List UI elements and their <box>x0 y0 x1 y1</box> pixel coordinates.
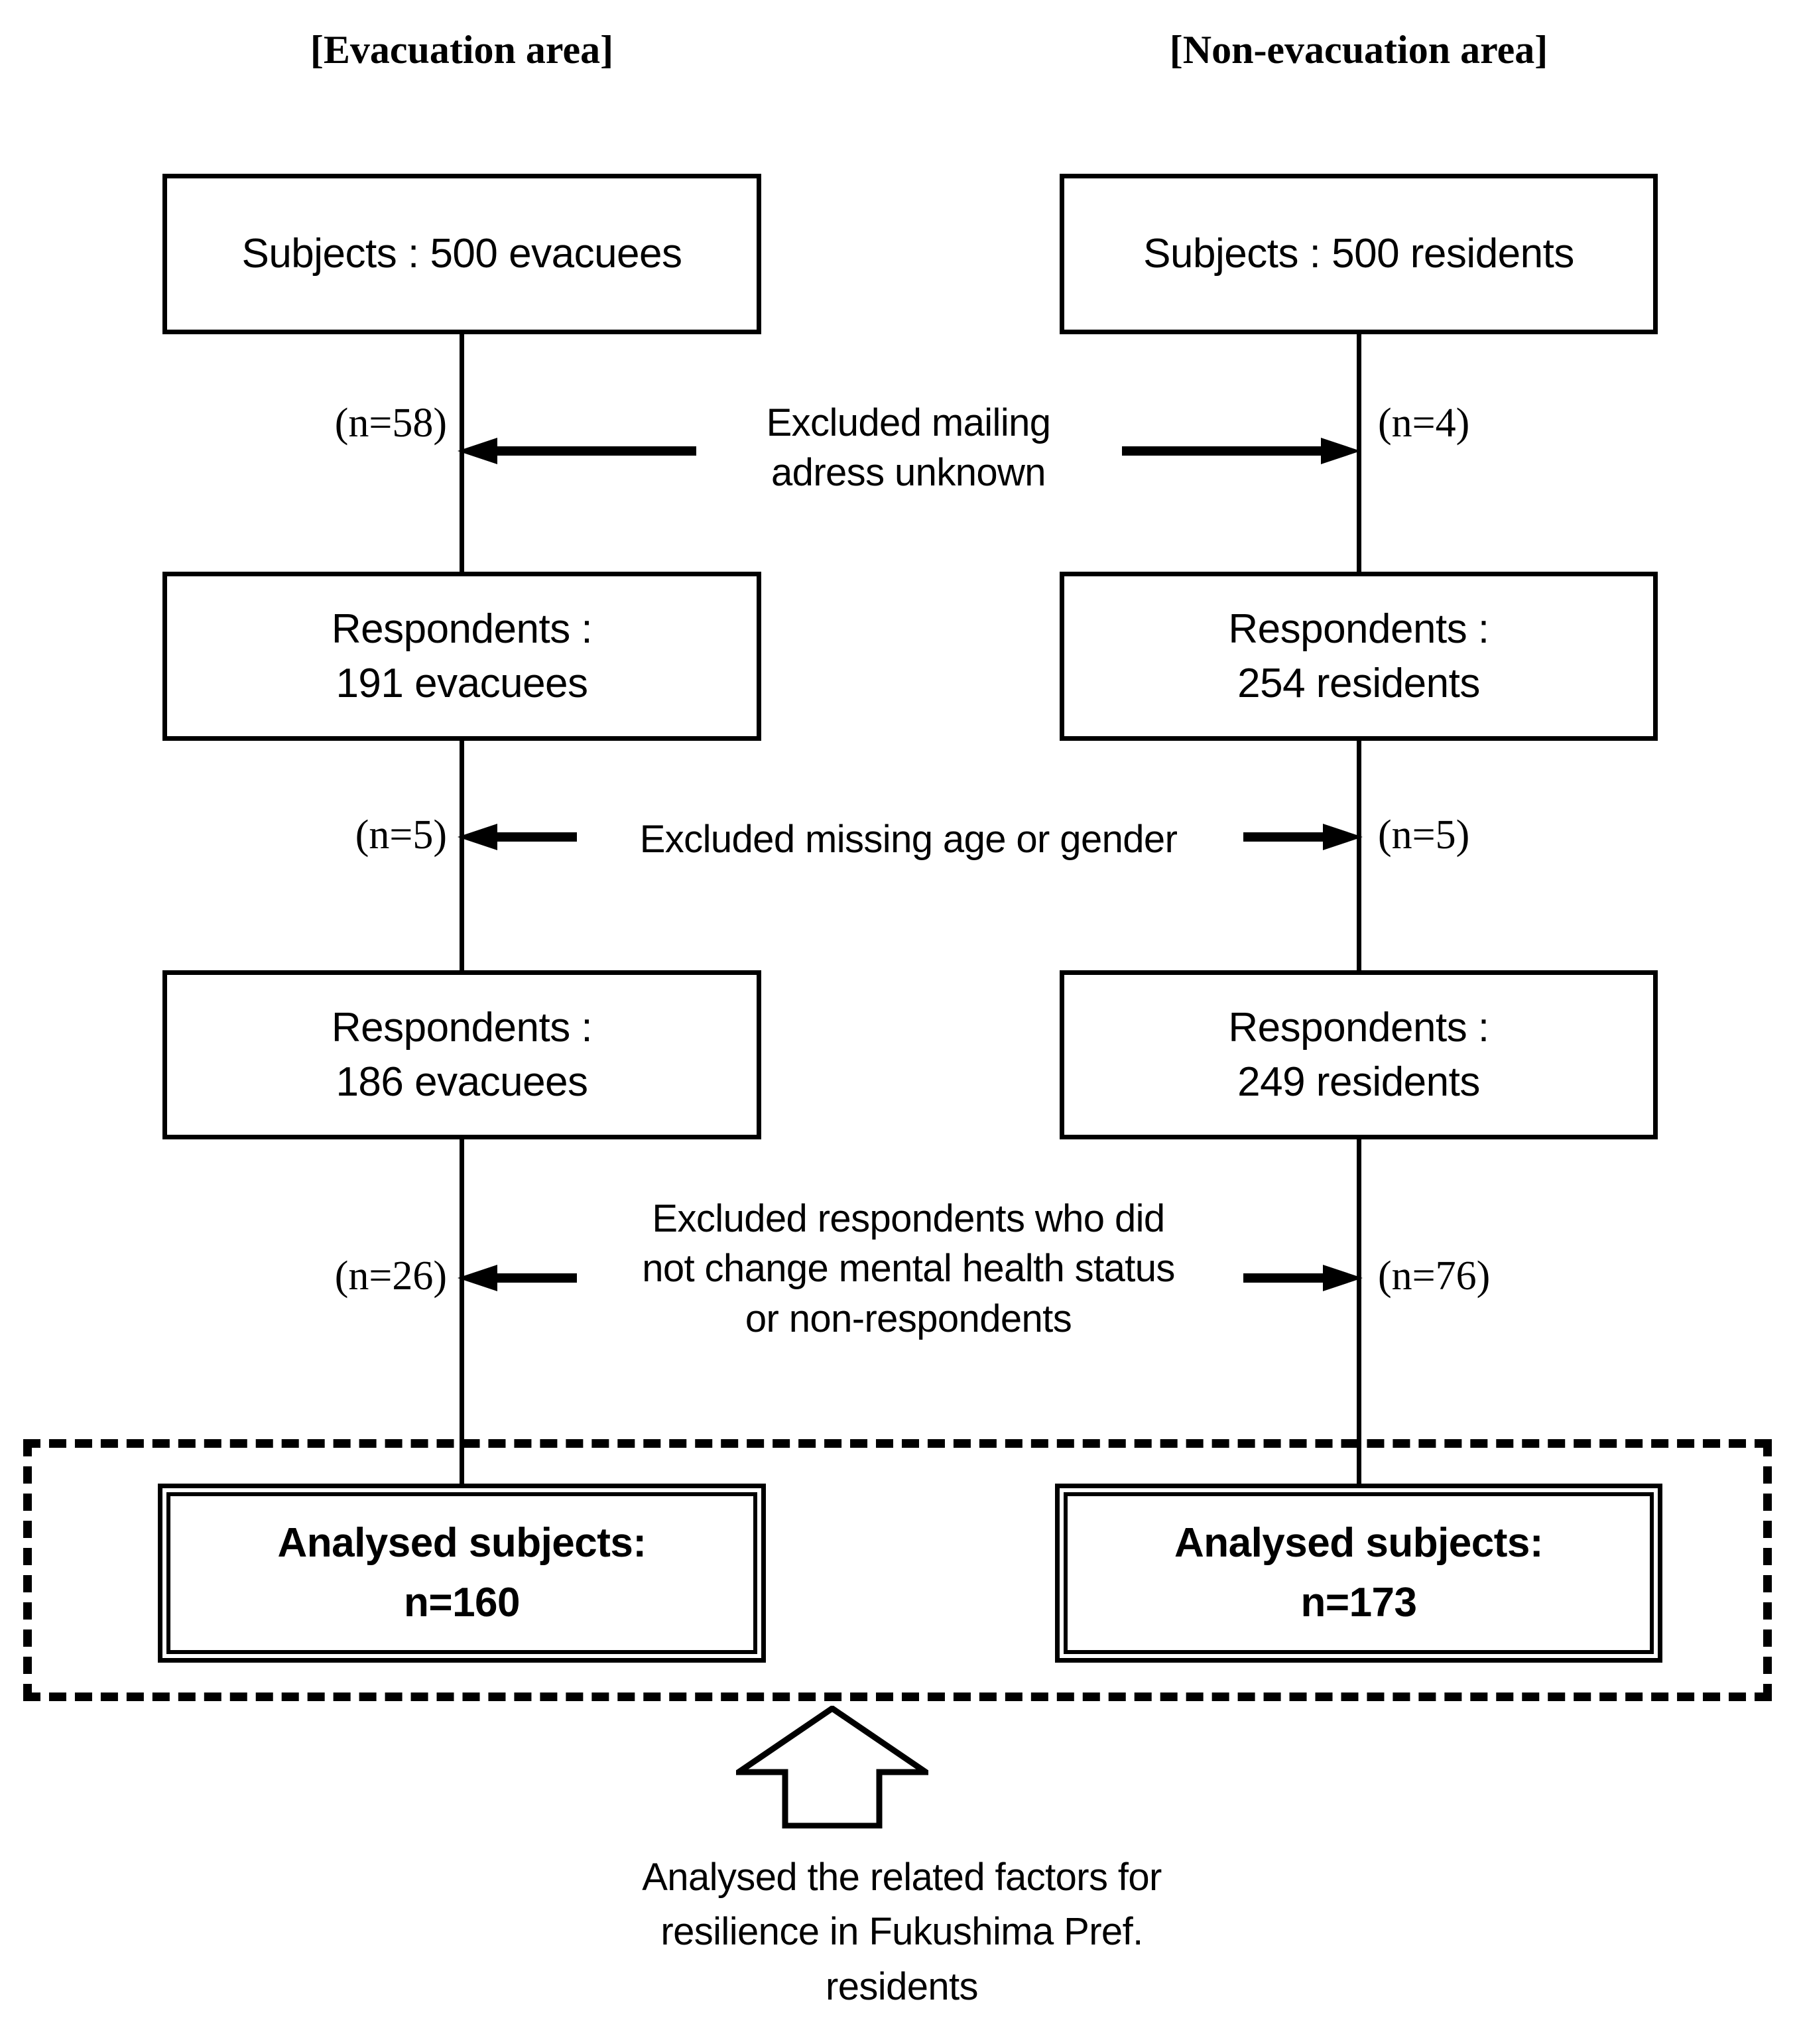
box-respondents-254-residents: Respondents : 254 residents <box>1060 572 1658 741</box>
box-respondents-191-line2: 191 evacuees <box>336 660 588 706</box>
up-arrow-icon <box>736 1706 928 1828</box>
exclusion-2-right-count: (n=5) <box>1378 812 1470 858</box>
box-subjects-residents: Subjects : 500 residents <box>1060 174 1658 334</box>
exclusion-2-left-arrow-icon <box>458 824 577 850</box>
box-analysed-evacuees-line2: n=160 <box>403 1580 521 1626</box>
box-analysed-subjects-evacuees: Analysed subjects: n=160 <box>158 1484 766 1663</box>
analysed-cohort-highlight-region <box>23 1439 1772 1701</box>
bottom-caption-line2: resilience in Fukushima Pref. <box>660 1910 1143 1954</box>
exclusion-2-left-count: (n=5) <box>355 812 447 858</box>
box-respondents-186-evacuees: Respondents : 186 evacuees <box>162 970 761 1139</box>
bottom-caption: Analysed the related factors for resilie… <box>385 1850 1419 2014</box>
box-subjects-residents-line1: Subjects : 500 residents <box>1143 231 1574 277</box>
exclusion-3-label-line2: not change mental health status <box>642 1247 1175 1291</box>
box-analysed-residents-line1: Analysed subjects: <box>1174 1520 1544 1566</box>
exclusion-1-label: Excluded mailing adress unknown <box>676 398 1141 498</box>
box-respondents-249-residents: Respondents : 249 residents <box>1060 970 1658 1139</box>
column-header-evacuation-area: [Evacuation area] <box>310 28 614 72</box>
column-header-non-evacuation-area: [Non-evacuation area] <box>1169 28 1548 72</box>
box-respondents-191-evacuees: Respondents : 191 evacuees <box>162 572 761 741</box>
exclusion-1-label-line2: adress unknown <box>771 451 1046 495</box>
connector-left-2 <box>460 741 464 970</box>
exclusion-2-label-line1: Excluded missing age or gender <box>639 818 1178 861</box>
exclusion-3-label-line1: Excluded respondents who did <box>652 1197 1165 1240</box>
box-subjects-evacuees-line1: Subjects : 500 evacuees <box>241 231 682 277</box>
exclusion-1-right-count: (n=4) <box>1378 401 1470 446</box>
connector-left-1 <box>460 334 464 572</box>
connector-right-3 <box>1357 1139 1361 1484</box>
exclusion-1-right-arrow-icon <box>1122 438 1361 464</box>
box-respondents-191-line1: Respondents : <box>331 606 593 652</box>
connector-right-2 <box>1357 741 1361 970</box>
exclusion-3-left-count: (n=26) <box>334 1253 447 1299</box>
exclusion-3-right-arrow-icon <box>1243 1265 1363 1291</box>
box-respondents-254-line1: Respondents : <box>1228 606 1489 652</box>
exclusion-3-right-count: (n=76) <box>1378 1253 1491 1299</box>
exclusion-3-label: Excluded respondents who did not change … <box>544 1194 1273 1344</box>
box-respondents-186-line1: Respondents : <box>331 1004 593 1051</box>
box-analysed-subjects-residents: Analysed subjects: n=173 <box>1055 1484 1662 1663</box>
box-respondents-249-line1: Respondents : <box>1228 1004 1489 1051</box>
box-analysed-subjects-residents-inner: Analysed subjects: n=173 <box>1064 1492 1654 1654</box>
exclusion-2-label: Excluded missing age or gender <box>584 814 1233 864</box>
exclusion-2-right-arrow-icon <box>1243 824 1363 850</box>
box-respondents-186-line2: 186 evacuees <box>336 1058 588 1105</box>
box-respondents-249-line2: 249 residents <box>1237 1058 1480 1105</box>
connector-left-3 <box>460 1139 464 1484</box>
exclusion-3-left-arrow-icon <box>458 1265 577 1291</box>
box-analysed-residents-line2: n=173 <box>1300 1580 1417 1626</box>
exclusion-3-label-line3: or non-respondents <box>745 1297 1072 1340</box>
box-analysed-subjects-evacuees-inner: Analysed subjects: n=160 <box>166 1492 757 1654</box>
box-analysed-evacuees-line1: Analysed subjects: <box>277 1520 647 1566</box>
exclusion-1-label-line1: Excluded mailing <box>766 401 1051 444</box>
bottom-caption-line3: residents <box>826 1964 979 2008</box>
bottom-caption-line1: Analysed the related factors for <box>642 1856 1162 1899</box>
connector-right-1 <box>1357 334 1361 572</box>
exclusion-1-left-arrow-icon <box>458 438 696 464</box>
box-respondents-254-line2: 254 residents <box>1237 660 1480 706</box>
box-subjects-evacuees: Subjects : 500 evacuees <box>162 174 761 334</box>
exclusion-1-left-count: (n=58) <box>334 401 447 446</box>
